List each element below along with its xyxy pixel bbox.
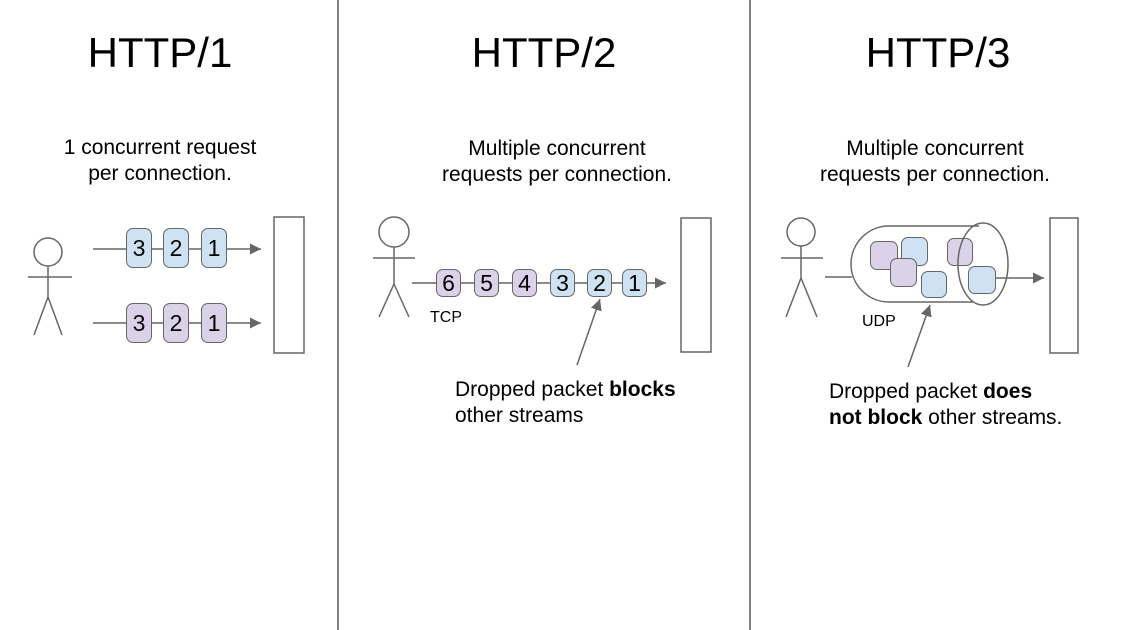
annotation-http3: Dropped packet does not block other strea… — [829, 379, 1062, 431]
protocol-label-tcp: TCP — [430, 309, 462, 326]
panel-subtitle-http2: Multiple concurrent requests per connect… — [442, 137, 672, 186]
annotation-http2: Dropped packet blocks other streams — [455, 377, 676, 429]
panel-title-http2: HTTP/2 — [471, 29, 617, 76]
panel-subtitle-http3: Multiple concurrent requests per connect… — [820, 137, 1050, 186]
panel-divider-1 — [337, 0, 339, 630]
annotation-line: not block other streams. — [829, 406, 1063, 429]
panel-title-http3: HTTP/3 — [865, 29, 1011, 76]
annotation-line: Dropped packet blocks — [455, 378, 676, 401]
panel-title-http1: HTTP/1 — [87, 29, 233, 76]
panel-subtitle-http1: 1 concurrent request per connection. — [63, 136, 257, 185]
annotation-line: other streams — [455, 404, 584, 427]
panel-divider-2 — [749, 0, 751, 630]
annotation-line: Dropped packet does — [829, 380, 1033, 403]
protocol-label-udp: UDP — [862, 313, 896, 330]
